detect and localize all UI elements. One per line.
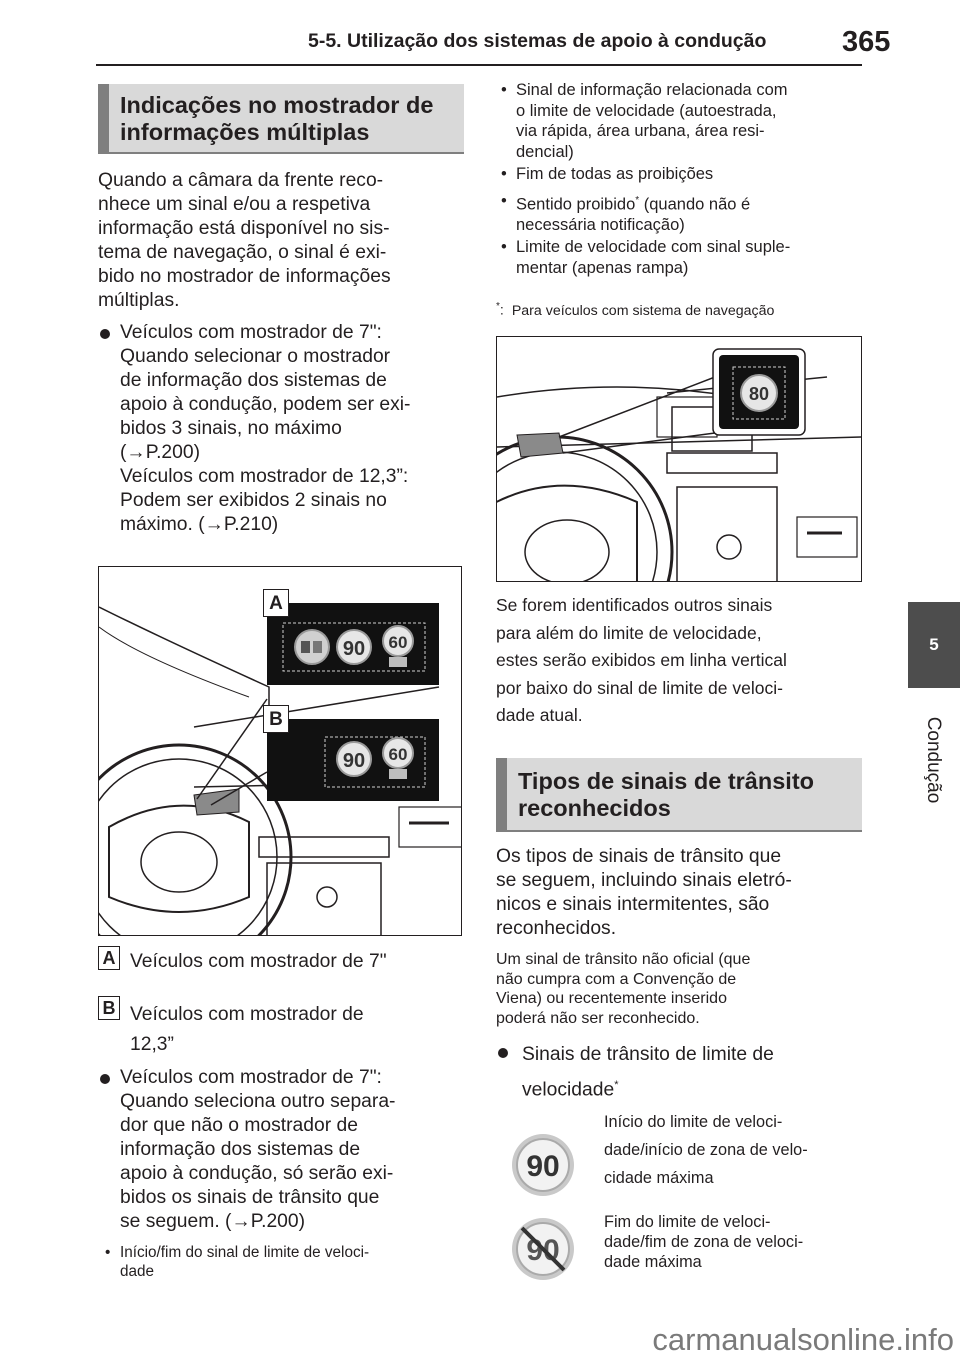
speed-limit-90-icon: 90 (512, 1134, 574, 1196)
watermark: carmanualsonline.info (0, 1322, 960, 1358)
sign-row-end-limit: 90 Fim do limite de veloci- dade/fim de … (500, 1208, 866, 1304)
list-item: Sinal de informação relacionada com o li… (496, 80, 866, 162)
bullet-text-3-label: Sinais de trânsito de limite de velocida… (522, 1044, 774, 1101)
bullet-item-2: Veículos com mostrador de 7": Quando sel… (100, 1066, 470, 1234)
bullet-dot-icon (100, 329, 110, 339)
page-number: 365 (842, 26, 891, 58)
bullet-item-3: Sinais de trânsito de limite de velocida… (498, 1040, 868, 1105)
speed-sign-80-label: 80 (749, 384, 769, 404)
small-bullet-speed-limit: Início/fim do sinal de limite de veloci-… (100, 1243, 490, 1281)
chapter-tab: 5 (908, 602, 960, 688)
end-speed-limit-90-icon: 90 (512, 1218, 574, 1280)
legend-text-b: Veículos com mostrador de 12,3” (130, 1004, 364, 1055)
sign-a-1 (294, 629, 330, 665)
footnote: *: Para veículos com sistema de navegaçã… (496, 298, 876, 320)
note-unofficial-signs: Um sinal de trânsito não oficial (que nã… (496, 951, 751, 1027)
bullet-text-2: Veículos com mostrador de 7": Quando sel… (120, 1067, 396, 1232)
watermark-text: carmanualsonline.info (652, 1322, 954, 1357)
figure-legend-b: B Veículos com mostrador de 12,3” (98, 996, 468, 1055)
sign-a-2: 90 (336, 629, 372, 665)
sign-b-1-label: 90 (343, 750, 365, 772)
bullet-dot-icon (100, 1074, 110, 1084)
dashboard-illustration: 90 60 90 60 (99, 603, 461, 935)
bullet-text-1: Veículos com mostrador de 7": Quando sel… (120, 322, 411, 535)
list-item: Limite de velocidade com sinal suple- me… (496, 237, 866, 278)
section-heading-text: Indicações no mostrador de informações m… (120, 92, 434, 145)
bullet-text-3: Sinais de trânsito de limite de velocida… (522, 1040, 868, 1105)
footnote-asterisk: * (496, 301, 500, 312)
paragraph-other-signs: Se forem identificados outros sinais par… (496, 595, 787, 725)
sign-a-3-label: 60 (389, 633, 408, 652)
legend-key-a: A (98, 946, 120, 970)
callout-a: A (263, 589, 289, 617)
bullet-item-1: Veículos com mostrador de 7": Quando sel… (100, 321, 470, 537)
figure-dashboard-speed-sign: 80 (496, 336, 862, 582)
chapter-label-text: Condução (923, 716, 944, 804)
sign-a-3: 60 (382, 625, 414, 667)
legend-text-a: Veículos com mostrador de 7" (130, 951, 387, 972)
asterisk-mark: * (614, 1079, 619, 1091)
bullet-dot-icon (498, 1048, 508, 1058)
footnote-text: Para veículos com sistema de navegação (511, 302, 775, 319)
sign-row-text: Início do limite de veloci- dade/início … (604, 1113, 808, 1187)
intro-paragraph: Quando a câmara da frente reco- nhece um… (98, 170, 391, 311)
figure-dashboard-displays: 90 60 90 60 A B (98, 566, 462, 936)
speed-sign-80: 80 (740, 374, 778, 412)
dashboard-illustration-2: 80 (497, 348, 861, 581)
sign-b-2: 60 (382, 737, 414, 779)
list-item: Sentido proibido* (quando não é necessár… (496, 191, 866, 236)
paragraph-sign-types: Os tipos de sinais de trânsito que se se… (496, 846, 792, 939)
list-item: Fim de todas as proibições (496, 164, 866, 185)
header-rule (96, 64, 862, 66)
sign-b-2-label: 60 (389, 745, 408, 764)
section-heading-tipos: Tipos de sinais de trânsito reconhecidos (496, 758, 862, 832)
asterisk-mark: * (635, 194, 640, 206)
section-heading-indicacoes: Indicações no mostrador de informações m… (98, 84, 464, 154)
sign-a-2-label: 90 (343, 638, 365, 660)
list-item-text: Sentido proibido (516, 195, 636, 213)
sign-type-list: Sinal de informação relacionada com o li… (496, 80, 866, 278)
list-item-suffix: (quando não é necessária notificação) (516, 195, 751, 234)
speed-limit-90-label: 90 (526, 1150, 559, 1183)
section-heading-text: Tipos de sinais de trânsito reconhecidos (518, 768, 814, 821)
chapter-label: Condução (912, 700, 954, 820)
sign-row-start-limit: 90 Início do limite de veloci- dade/iníc… (500, 1104, 866, 1200)
callout-b: B (263, 705, 289, 733)
sign-row-text: Fim do limite de veloci- dade/fim de zon… (604, 1213, 804, 1271)
legend-key-b: B (98, 996, 120, 1020)
footnote-colon: : (499, 302, 504, 319)
sign-b-1: 90 (336, 741, 372, 777)
running-header: 5-5. Utilização dos sistemas de apoio à … (308, 30, 767, 52)
figure-legend-a: A Veículos com mostrador de 7" (98, 946, 468, 972)
